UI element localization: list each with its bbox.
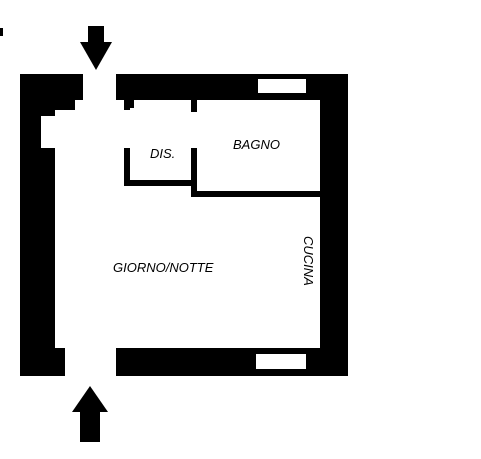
jamb-top-left <box>55 100 75 110</box>
window-bottom <box>254 352 308 371</box>
window-top <box>256 77 308 95</box>
room-label-dis: DIS. <box>150 146 175 161</box>
wall-right <box>320 74 348 376</box>
wall-dis-bagno <box>191 100 197 112</box>
entrance-arrow-top <box>80 26 112 70</box>
wall-bottom-right <box>116 348 348 376</box>
wall-dis-left-top <box>124 100 130 110</box>
wall-bottom-left <box>20 348 65 376</box>
wall-bagno-bottom <box>191 191 320 197</box>
outer-walls <box>20 74 348 376</box>
wall-dis-bagno-lower <box>191 148 197 197</box>
entrance-arrow-bottom <box>72 386 108 442</box>
wall-top-right <box>116 74 348 100</box>
room-label-giorno-notte: GIORNO/NOTTE <box>113 260 214 275</box>
wall-dis-left <box>124 148 130 186</box>
room-label-bagno: BAGNO <box>233 137 280 152</box>
wall-dis-bottom <box>124 180 197 186</box>
edge-mark <box>0 28 3 36</box>
room-label-cucina: CUCINA <box>301 236 316 286</box>
wall-stub-top <box>130 100 134 108</box>
interior-walls <box>124 100 320 197</box>
window-left <box>41 116 55 148</box>
